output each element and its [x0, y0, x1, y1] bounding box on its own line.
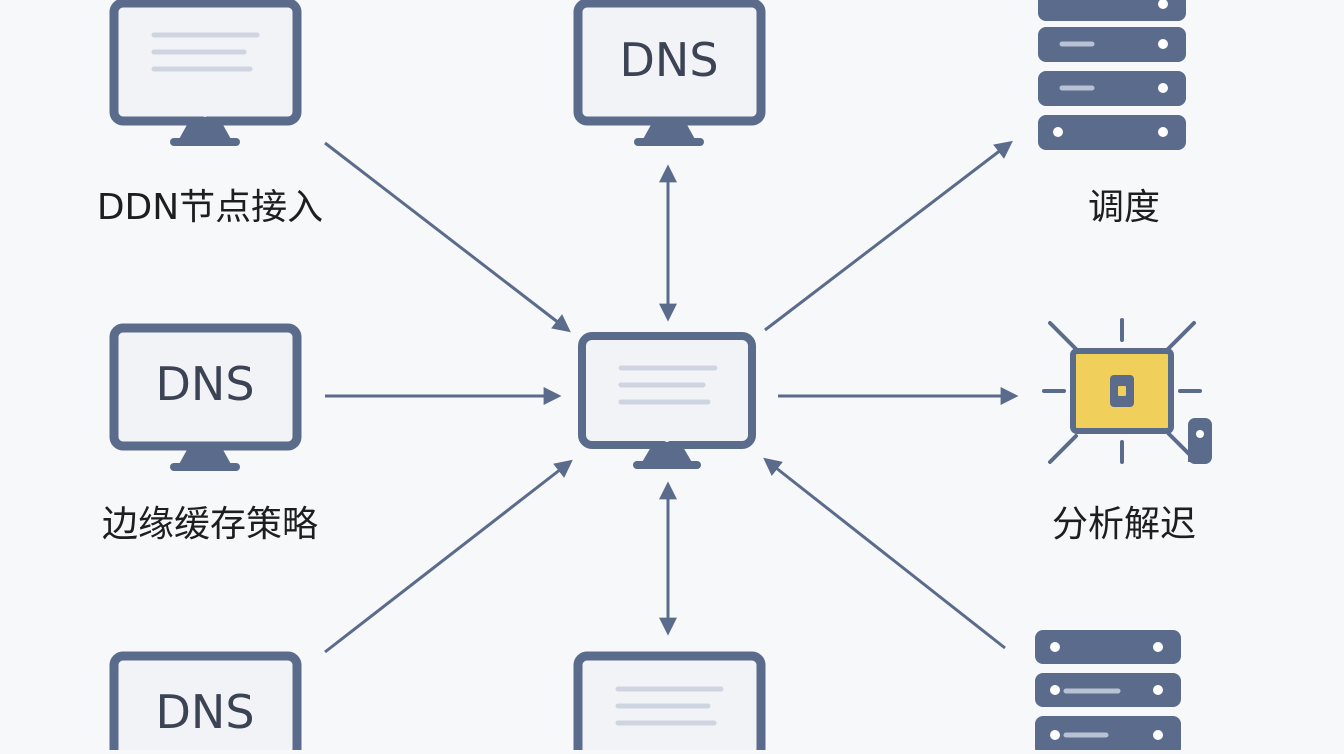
processor-chip-icon	[1042, 318, 1212, 464]
monitor-icon	[578, 332, 756, 469]
label-analyze-delay: 分析解迟	[1051, 504, 1196, 545]
monitor-icon: DNS	[573, 0, 766, 146]
monitor-top-dns-text: DNS	[619, 33, 718, 87]
arrow-ddn-to-center	[324, 141, 571, 333]
arrow-center-to-dispatch	[764, 140, 1013, 332]
monitor-icon	[109, 0, 302, 146]
label-ddn-node-access: DDN节点接入	[96, 187, 324, 228]
server-rack-icon	[1035, 630, 1181, 754]
arrow-bottom-left-to-center	[324, 459, 573, 654]
monitor-icon: DNS	[109, 651, 302, 754]
label-dispatch: 调度	[1087, 187, 1160, 228]
label-edge-cache-strategy: 边缘缓存策略	[101, 504, 318, 545]
arrow-bottom-server-to-center	[763, 457, 1006, 650]
monitor-icon: DNS	[109, 323, 302, 471]
server-rack-icon	[1038, 0, 1186, 150]
monitor-bottom-dns-text: DNS	[155, 685, 254, 739]
monitor-icon	[573, 651, 766, 754]
connector-arrows	[324, 140, 1019, 654]
monitor-left-dns-text: DNS	[155, 357, 254, 411]
